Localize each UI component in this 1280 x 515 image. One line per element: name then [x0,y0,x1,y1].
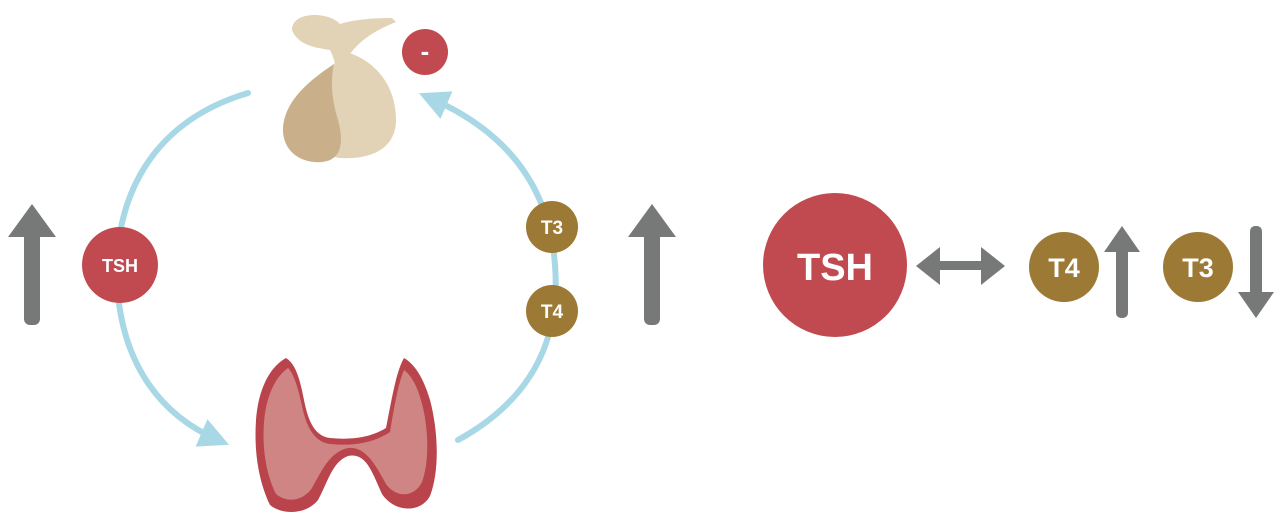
t4-increase-arrow-icon [1104,226,1140,318]
hormones-increase-arrow-icon [628,204,676,325]
negative-feedback-sign: - [421,36,430,66]
cycle-tsh-badge: TSH [82,227,158,303]
thyroid-gland-icon [255,358,437,512]
cycle-t3-badge: T3 [526,201,578,253]
summary-tsh-badge: TSH [763,193,907,337]
double-headed-arrow-icon [916,247,1005,285]
summary-tsh-label: TSH [797,247,873,289]
cycle-arrow-right [418,91,559,443]
negative-feedback-badge: - [402,29,448,75]
summary-t3-badge: T3 [1163,232,1233,302]
pituitary-gland-icon [282,14,396,163]
summary-t3-label: T3 [1182,253,1214,283]
cycle-t4-label: T4 [541,302,564,323]
cycle-t4-badge: T4 [526,285,578,337]
cycle-t3-label: T3 [541,218,563,239]
t3-decrease-arrow-icon [1238,226,1274,318]
summary-t4-badge: T4 [1029,232,1099,302]
summary-t4-label: T4 [1048,253,1080,283]
tsh-increase-arrow-icon [8,204,56,325]
cycle-tsh-label: TSH [102,256,138,276]
